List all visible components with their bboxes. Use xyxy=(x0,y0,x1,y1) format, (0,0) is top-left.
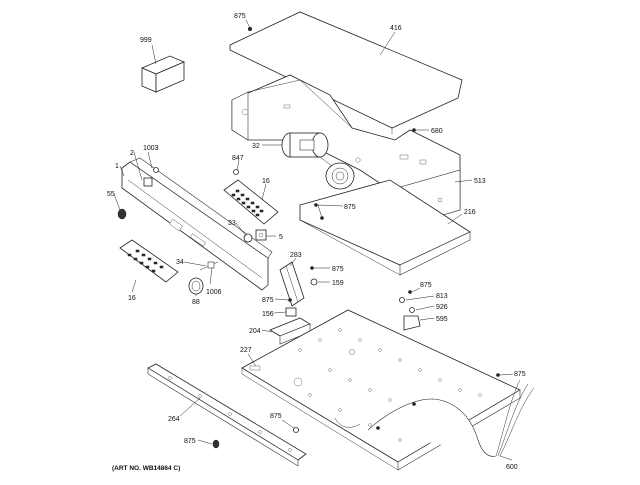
bracket-156-part[interactable] xyxy=(285,307,297,317)
callout-1006: 1006 xyxy=(206,289,222,296)
callout-204: 204 xyxy=(249,328,261,335)
callout-264: 264 xyxy=(168,416,180,423)
callout-847: 847 xyxy=(232,155,244,162)
callout-55: 55 xyxy=(107,191,115,198)
callout-labels: 999 875 416 680 513 216 1003 2 1 55 847 … xyxy=(107,13,526,471)
screw-159-part[interactable] xyxy=(310,278,318,286)
knob-part[interactable] xyxy=(188,277,204,295)
screw-875-b-part[interactable] xyxy=(288,298,292,302)
callout-216: 216 xyxy=(464,209,476,216)
clip-595-part[interactable] xyxy=(403,315,421,331)
callout-875-top: 875 xyxy=(234,13,246,20)
callout-227: 227 xyxy=(240,347,252,354)
leader-lines xyxy=(113,19,514,461)
callout-875-mid: 875 xyxy=(344,204,356,211)
callout-875-r: 875 xyxy=(420,282,432,289)
screw-847-part[interactable] xyxy=(233,169,239,175)
screw-680-part[interactable] xyxy=(412,128,416,132)
parts-box-999[interactable] xyxy=(140,55,186,93)
foot-55-part[interactable] xyxy=(117,208,127,220)
callout-875-bot: 875 xyxy=(184,438,196,445)
channel-204-part[interactable] xyxy=(269,317,311,345)
screw-875-top-part[interactable] xyxy=(248,27,252,31)
callout-34: 34 xyxy=(176,259,184,266)
shaft-part[interactable] xyxy=(199,261,219,271)
callout-156: 156 xyxy=(262,311,274,318)
callout-1003: 1003 xyxy=(143,145,159,152)
callout-1: 1 xyxy=(115,163,119,170)
screw-875-r-part[interactable] xyxy=(408,290,412,294)
callout-875-far: 875 xyxy=(514,371,526,378)
control-panel-part[interactable] xyxy=(121,157,273,291)
washer-926-part[interactable] xyxy=(409,307,415,313)
callout-999: 999 xyxy=(140,37,152,44)
screw-875-low-part[interactable] xyxy=(293,427,299,433)
callout-5: 5 xyxy=(279,234,283,241)
callout-513: 513 xyxy=(474,178,486,185)
bracket-part[interactable] xyxy=(143,177,153,187)
callout-595: 595 xyxy=(436,316,448,323)
callout-875-low: 875 xyxy=(270,413,282,420)
art-number: (ART NO. WB14864 C) xyxy=(112,465,180,472)
callout-600: 600 xyxy=(506,464,518,471)
callout-283: 283 xyxy=(290,252,302,259)
rail-264-part[interactable] xyxy=(147,363,307,467)
callout-32: 32 xyxy=(252,143,260,150)
bottom-plate-holes xyxy=(249,328,482,442)
callout-416: 416 xyxy=(390,25,402,32)
callout-159: 159 xyxy=(332,280,344,287)
callout-680: 680 xyxy=(431,128,443,135)
screw-1003-part[interactable] xyxy=(153,167,159,173)
keypad-overlay-part[interactable] xyxy=(119,239,179,283)
callout-88: 88 xyxy=(192,299,200,306)
callout-2: 2 xyxy=(130,150,134,157)
control-board-part[interactable] xyxy=(223,179,279,225)
callout-926: 926 xyxy=(436,304,448,311)
callout-813: 813 xyxy=(436,293,448,300)
callout-33: 33 xyxy=(228,220,236,227)
power-cord-part[interactable] xyxy=(367,373,535,457)
screw-813-part[interactable] xyxy=(399,297,405,303)
callout-875-a: 875 xyxy=(332,266,344,273)
callout-16-board: 16 xyxy=(262,178,270,185)
screw-875-bot-part[interactable] xyxy=(212,439,220,449)
blower-motor-part[interactable] xyxy=(281,132,355,190)
control-board-keys xyxy=(231,189,264,217)
callout-875-b: 875 xyxy=(262,297,274,304)
switch-5-part[interactable] xyxy=(255,229,267,241)
oven-frame-panel-part[interactable] xyxy=(299,179,471,276)
top-cover-part[interactable] xyxy=(229,11,463,134)
callout-16-overlay: 16 xyxy=(128,295,136,302)
screw-875-a-part[interactable] xyxy=(310,266,314,270)
hinge-channel-283-part[interactable] xyxy=(279,261,305,307)
